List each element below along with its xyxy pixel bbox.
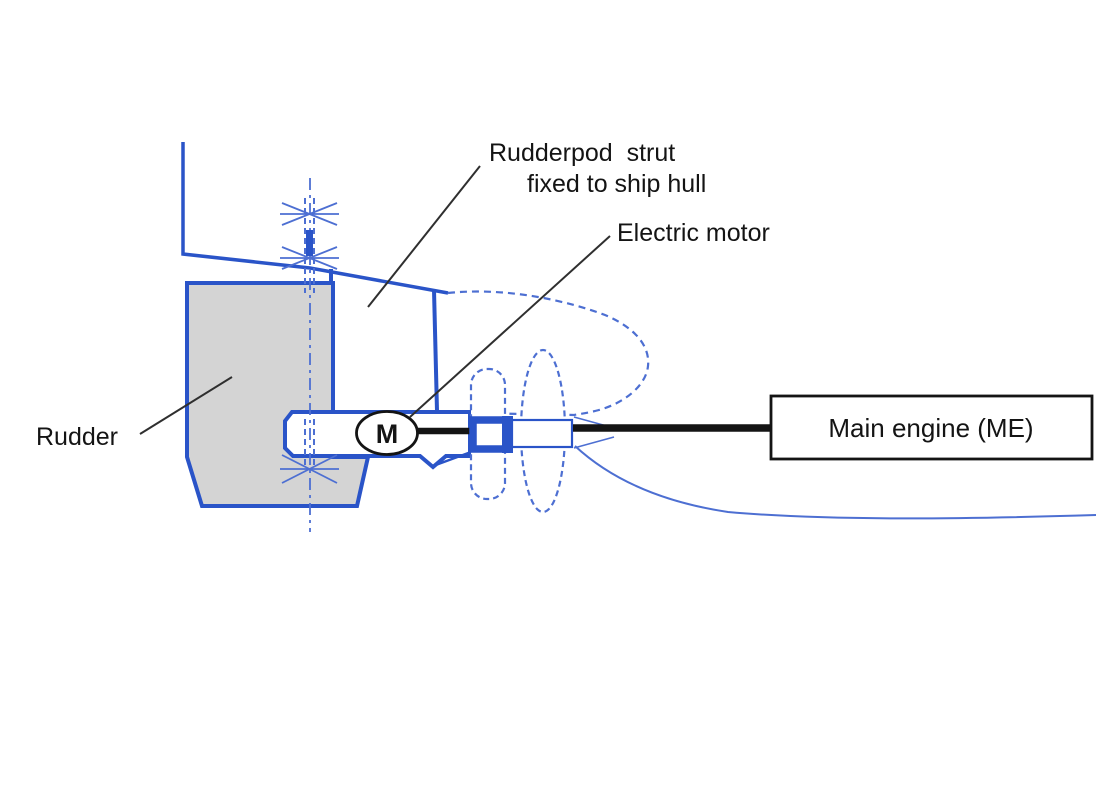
propeller-hub xyxy=(469,416,574,453)
rudderpod-strut-leader-line xyxy=(367,165,481,308)
motor-symbol-letter: M xyxy=(376,419,399,449)
hull-outline xyxy=(181,142,449,295)
rudderpod-strut-label-line2: fixed to ship hull xyxy=(527,170,706,198)
tail-cone-lower-line xyxy=(573,436,615,449)
star-line xyxy=(281,454,338,484)
rudder-leader-line xyxy=(139,376,233,435)
rudder-shape xyxy=(185,281,371,508)
main-engine-rect xyxy=(769,394,1094,461)
electric-motor-label: Electric motor xyxy=(617,219,770,247)
bearing-mark-upper xyxy=(280,202,339,226)
star-line xyxy=(281,246,338,270)
stock-solid-segment xyxy=(306,230,313,256)
leader-lines xyxy=(139,165,611,435)
main-engine-box: Main engine (ME) xyxy=(769,394,1094,461)
strut-trailing-edge xyxy=(432,289,439,412)
rudder-label: Rudder xyxy=(36,423,118,451)
electric-motor-leader-line xyxy=(409,235,611,418)
bearing-mark-lower xyxy=(280,454,339,484)
shaft-coupling-block xyxy=(510,418,574,449)
pod-bottom-fairing-line xyxy=(432,450,472,468)
rudderpod-strut xyxy=(329,269,439,412)
electric-motor-symbol: M xyxy=(355,410,419,456)
tail-cone-lines xyxy=(573,416,615,449)
hub-block xyxy=(469,416,511,453)
main-engine-label: Main engine (ME) xyxy=(828,413,1033,443)
motor-circle xyxy=(355,410,419,456)
star-line xyxy=(281,202,338,226)
stern-hull-curve xyxy=(574,445,1097,520)
hub-rear-bar xyxy=(502,416,513,453)
bearing-mark-middle xyxy=(280,246,339,270)
rudderpod-strut-label-line1: Rudderpod strut xyxy=(489,139,675,167)
